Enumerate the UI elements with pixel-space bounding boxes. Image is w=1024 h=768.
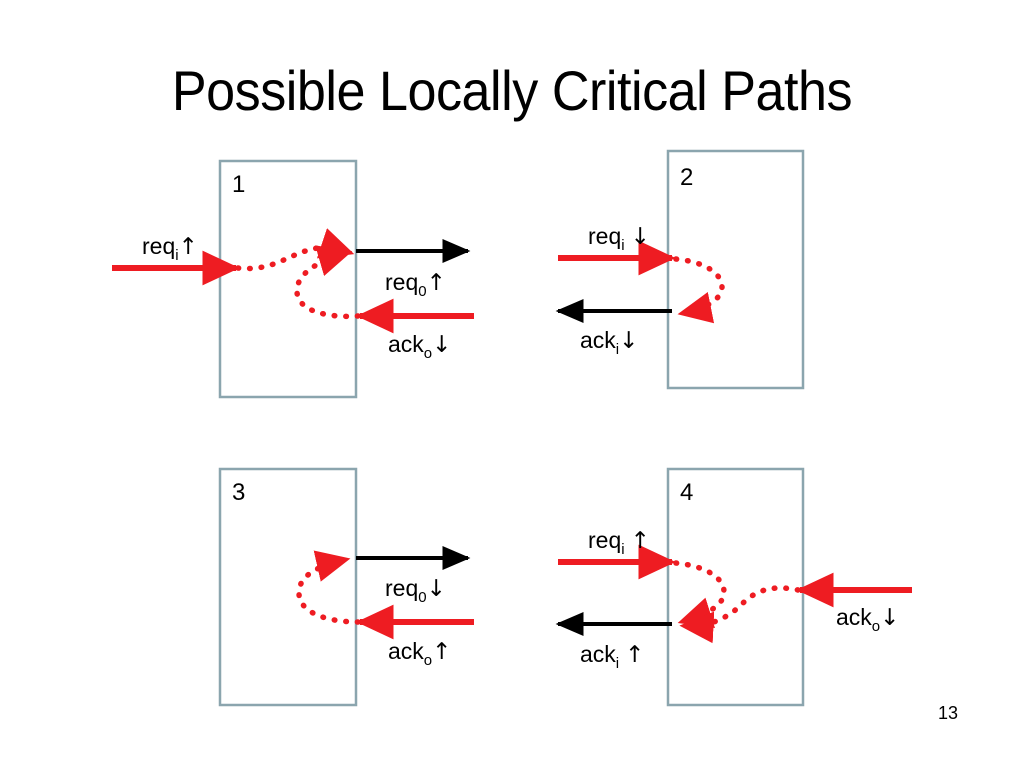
panel-1-box	[218, 159, 358, 399]
panel-4-path-ack-o-to-ack-i	[679, 585, 801, 644]
panel-1-path-ack-o-to-req-0	[294, 245, 361, 320]
panel-4-label-ack-i-rise: acki↑	[580, 641, 644, 672]
panel-4-label-ack-o-fall: acko↓	[836, 604, 899, 635]
panel-4: 4 reqi↑ acki↑ acko↓	[555, 467, 912, 707]
panel-3-box	[218, 467, 358, 707]
panel-2-path-req-i-to-ack-i	[673, 256, 725, 324]
panel-4-label-req-i-rise: reqi↑	[588, 527, 650, 558]
panel-3: 3 req0↓ acko↑	[218, 467, 474, 707]
panel-1: 1 reqi↑ req0↑ acko↓	[112, 159, 474, 399]
panel-4-box	[666, 467, 805, 707]
panel-1-label-ack-o-fall: acko↓	[388, 331, 451, 362]
slide-page-number: 13	[938, 703, 959, 723]
panel-2: 2 reqi↓ acki↓	[555, 149, 805, 390]
panel-1-label-req-i-rise: reqi↑	[142, 233, 198, 264]
panel-4-number: 4	[680, 479, 693, 506]
panel-2-box	[666, 149, 805, 390]
panel-2-number: 2	[680, 164, 693, 191]
panel-3-label-ack-o-rise: acko↑	[388, 638, 451, 669]
panel-3-number: 3	[232, 479, 245, 506]
panel-2-label-ack-i-fall: acki↓	[580, 327, 638, 358]
panel-3-path-ack-o-to-req-0	[296, 550, 361, 625]
panel-1-number: 1	[232, 171, 245, 198]
page-title: Possible Locally Critical Paths	[171, 59, 853, 122]
panel-1-label-req-0-rise: req0↑	[385, 269, 446, 300]
panel-3-label-req-0-fall: req0↓	[385, 575, 446, 606]
panel-2-label-req-i-fall: reqi↓	[588, 223, 650, 254]
